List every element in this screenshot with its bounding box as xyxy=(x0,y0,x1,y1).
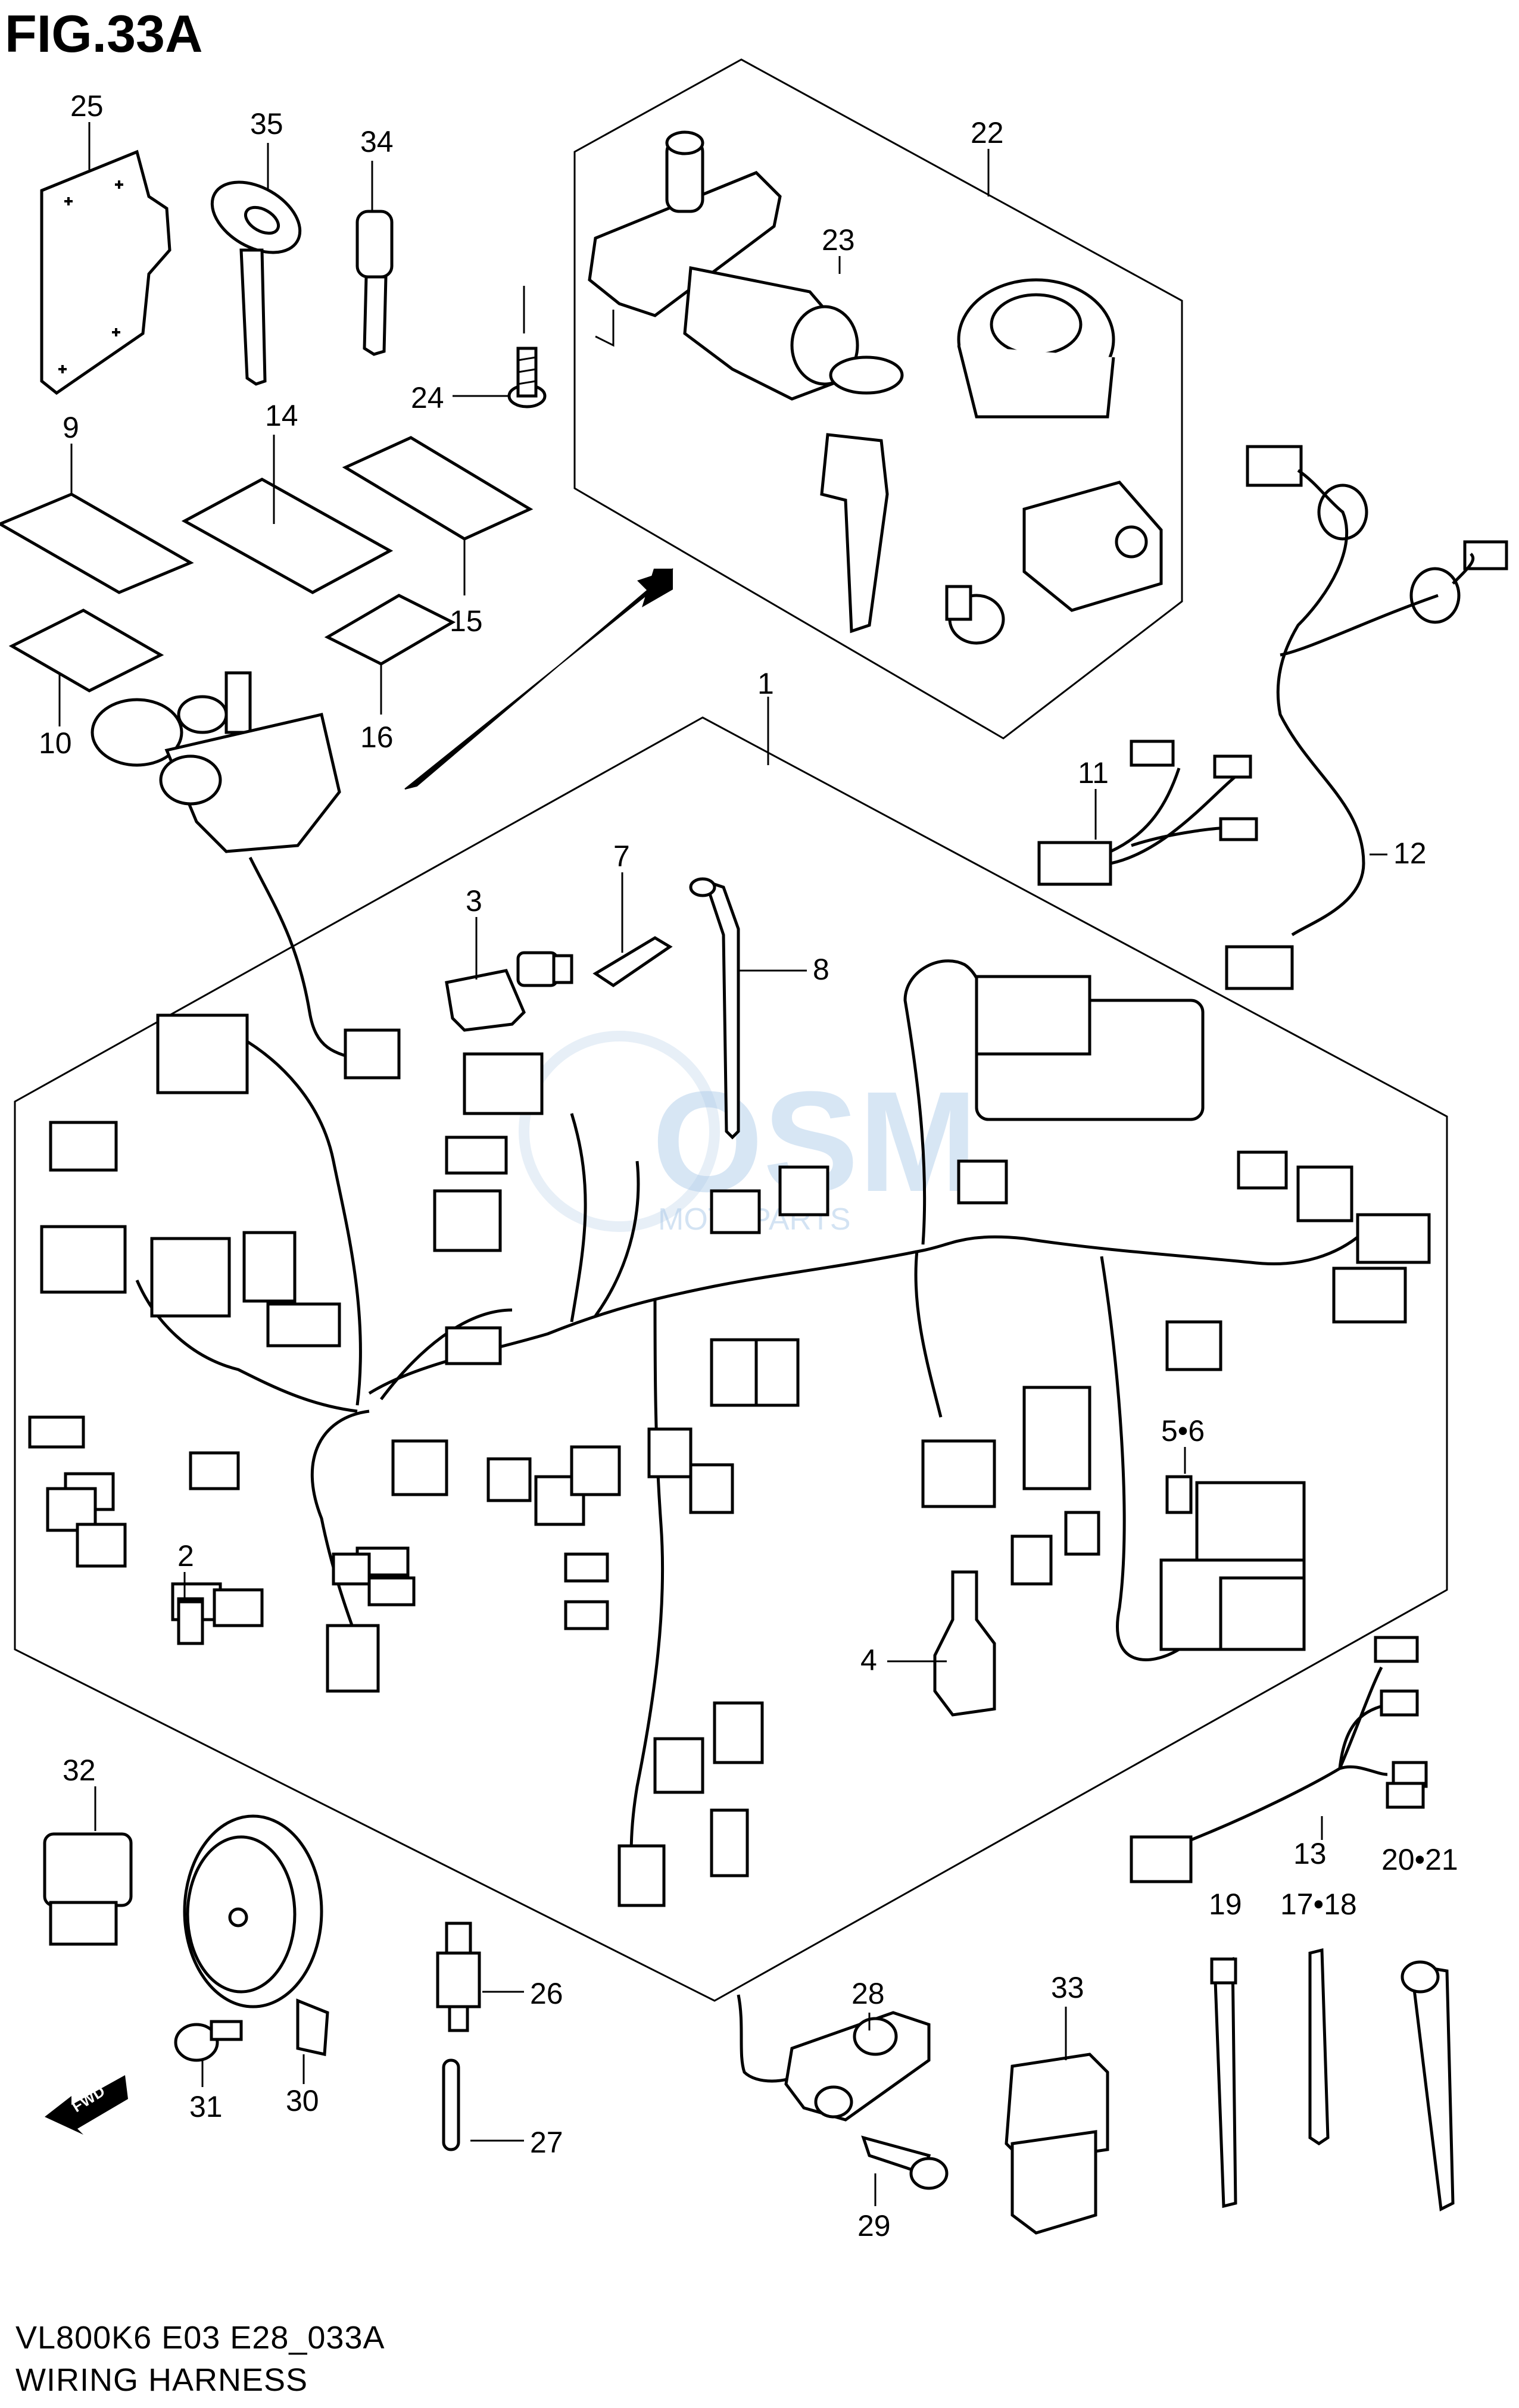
ignition-switch-connector xyxy=(344,1028,401,1080)
callout-33: 33 xyxy=(1051,1971,1084,2004)
callout-15: 15 xyxy=(450,604,483,638)
callout-20-21: 20•21 xyxy=(1381,1843,1458,1876)
cable-ties xyxy=(1210,1948,1455,2212)
sub-harness-12 xyxy=(1225,445,1508,990)
callout-19: 19 xyxy=(1209,1888,1242,1921)
callout-31: 31 xyxy=(189,2090,223,2123)
figure-number: FIG.33A xyxy=(5,4,203,63)
diagram-name: WIRING HARNESS xyxy=(15,2362,308,2398)
callout-12: 12 xyxy=(1393,837,1427,870)
callout-29: 29 xyxy=(857,2209,891,2242)
mounting-plate-part xyxy=(40,149,171,395)
model-code: VL800K6 E03 E28_033A xyxy=(15,2320,385,2356)
callout-16: 16 xyxy=(360,720,394,754)
callout-5-6: 5•6 xyxy=(1161,1414,1205,1448)
fwd-arrow-icon: FWD xyxy=(45,2075,128,2135)
harness-connectors xyxy=(28,975,1431,1907)
sub-harness-11 xyxy=(1037,740,1258,886)
small-parts-lower xyxy=(177,1570,996,1717)
leader-lines xyxy=(88,122,1387,2206)
callout-26: 26 xyxy=(530,1977,563,2010)
neutral-switch-part xyxy=(436,1922,481,2032)
callout-24: 24 xyxy=(411,381,444,414)
label-sheets xyxy=(0,436,534,693)
harness-assembly-outline xyxy=(14,716,1448,2002)
callout-27: 27 xyxy=(530,2126,563,2159)
callout-4: 4 xyxy=(860,1643,877,1677)
callout-17-18: 17•18 xyxy=(1280,1888,1357,1921)
relay-part xyxy=(43,1832,133,1946)
ignition-kit-parts xyxy=(588,130,1163,645)
horn-part xyxy=(183,1814,329,2057)
callout-23: 23 xyxy=(822,223,855,257)
callout-2: 2 xyxy=(177,1539,194,1573)
sub-harness-13 xyxy=(1130,1636,1428,1883)
callout-9: 9 xyxy=(63,411,79,444)
callout-32: 32 xyxy=(63,1754,96,1787)
fuse-box-part xyxy=(1159,1475,1306,1651)
side-stand-switch-part xyxy=(737,1994,949,2190)
callout-30: 30 xyxy=(286,2084,319,2117)
callout-28: 28 xyxy=(851,1977,885,2010)
callout-8: 8 xyxy=(813,953,829,986)
callout-34: 34 xyxy=(360,125,394,158)
callout-1: 1 xyxy=(757,667,774,700)
reference-lines xyxy=(523,286,615,347)
callout-10: 10 xyxy=(39,726,72,760)
relay-part-33 xyxy=(1005,2053,1109,2235)
small-parts-upper xyxy=(445,877,740,1140)
callout-11: 11 xyxy=(1078,756,1109,790)
master-key-part xyxy=(210,180,302,386)
ignition-switch-part xyxy=(91,671,341,853)
spring-part xyxy=(442,2058,460,2151)
blank-key-part xyxy=(355,210,394,356)
callout-35: 35 xyxy=(250,107,283,141)
callout-14: 14 xyxy=(265,399,298,432)
screw-part xyxy=(507,347,547,408)
callout-3: 3 xyxy=(466,884,482,918)
horn-bolt-part xyxy=(174,2020,243,2062)
callout-22: 22 xyxy=(971,116,1004,149)
callout-labels: 1 2 3 4 5•6 7 8 9 10 11 12 13 14 15 16 1… xyxy=(39,89,1458,2242)
callout-7: 7 xyxy=(613,840,630,873)
callout-25: 25 xyxy=(70,89,104,123)
main-harness-wiring xyxy=(135,959,1371,1858)
callout-13: 13 xyxy=(1293,1837,1327,1870)
ignition-kit-outline xyxy=(573,58,1183,740)
